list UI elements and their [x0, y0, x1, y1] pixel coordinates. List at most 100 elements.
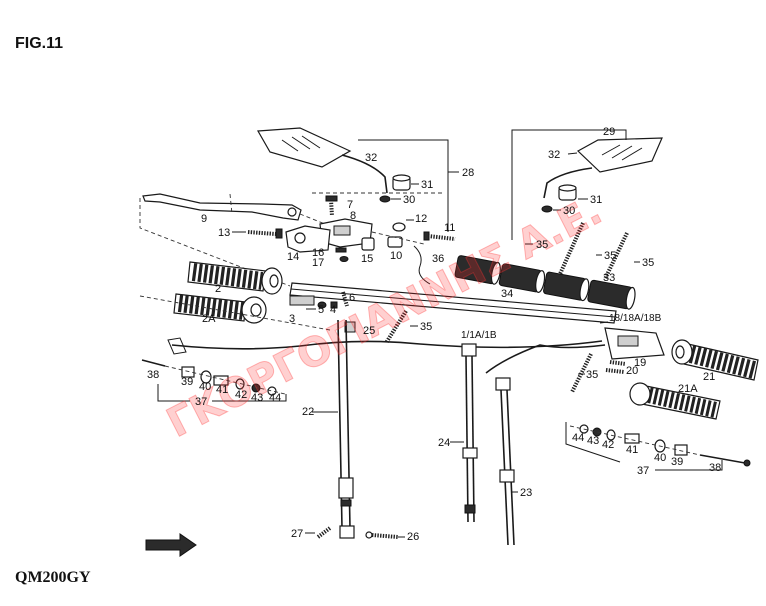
grip-segment-2-end	[535, 270, 546, 293]
callout: 40	[199, 381, 211, 393]
right-mirror-washer	[541, 205, 553, 213]
callouts: 32 28 31 30 29 32 31 30 9 7 8 12 11 13 1…	[147, 126, 721, 543]
callout: 21	[703, 371, 715, 383]
screw-7	[329, 199, 334, 217]
callout: 30	[563, 205, 575, 217]
callout: 32	[548, 149, 560, 161]
callout: 23	[520, 487, 532, 499]
right-mirror	[511, 129, 663, 240]
handlebar-center-line	[290, 288, 616, 318]
cable-23-fitting	[495, 377, 511, 391]
screw-19	[609, 360, 627, 366]
switch-lower-housing	[285, 225, 331, 253]
left-mirror-stem	[341, 154, 388, 194]
callout: 42	[235, 389, 247, 401]
callout: 18/18A/18B	[609, 313, 662, 324]
switch-button	[333, 225, 351, 236]
throttle-assembly	[485, 321, 665, 374]
bottom-parts	[145, 526, 405, 557]
grip-segment-3-end	[579, 278, 590, 302]
cable-23-a	[500, 389, 509, 546]
callout: 25	[363, 325, 375, 337]
bracket-37-left-a	[157, 384, 190, 402]
cable-24-adjuster	[462, 447, 478, 459]
left-grip-2-bore	[269, 274, 279, 288]
bolt-13	[247, 230, 277, 236]
screw-7-head	[325, 195, 338, 202]
left-grip-2-ribs	[191, 263, 264, 290]
callout: 5	[318, 304, 324, 316]
callout: 36	[432, 253, 444, 265]
right-grip-21a-flange	[629, 382, 651, 406]
callout: 27	[291, 528, 303, 540]
callout: 4	[330, 304, 336, 316]
part-38-right	[699, 454, 746, 464]
part-38-right-end	[743, 459, 751, 467]
callout: 2	[215, 283, 221, 295]
clutch-lever-body	[142, 193, 302, 221]
callout: 41	[626, 444, 638, 456]
lever-explode-line-a	[139, 198, 291, 287]
figure-label: FIG.11	[15, 35, 63, 52]
callout: 35	[420, 321, 432, 333]
callout: 10	[390, 250, 402, 262]
callout: 15	[361, 253, 373, 265]
bracket-37-right-a	[565, 422, 621, 463]
callout: 31	[590, 194, 602, 206]
callout: 21A	[678, 383, 698, 395]
left-mirror	[257, 127, 459, 232]
throttle-housing-cap	[617, 335, 639, 347]
right-kit-axis	[569, 425, 701, 456]
screw-35-d	[570, 353, 593, 393]
callout: 28	[462, 167, 474, 179]
callout: 6	[349, 292, 355, 304]
callout: 38	[147, 369, 159, 381]
forward-arrow-icon	[145, 533, 197, 557]
callout: 17	[312, 257, 324, 269]
part-39-left	[181, 366, 195, 378]
handlebar-clamp	[289, 295, 315, 306]
cable-24-b	[471, 355, 475, 523]
callout: 19	[634, 357, 646, 369]
callout: 43	[251, 392, 263, 404]
throttle-cable-out	[485, 344, 606, 374]
callout: 43	[587, 435, 599, 447]
right-mirror-head	[576, 137, 663, 173]
callout: 3	[289, 313, 295, 325]
left-grip-2	[187, 261, 283, 295]
part-12	[392, 222, 406, 232]
part-6	[341, 291, 349, 307]
callout: 31	[421, 179, 433, 191]
left-mirror-bracket	[358, 139, 449, 232]
callout: 38	[709, 462, 721, 474]
lever-explode-line-c	[229, 193, 233, 215]
left-grip-2a	[139, 293, 331, 331]
screw-35-c	[384, 309, 408, 345]
part-4	[330, 301, 338, 309]
right-grips-33-34	[454, 255, 636, 310]
part-17	[339, 256, 349, 262]
grip-segment-4-end	[625, 286, 636, 310]
model-label: QM200GY	[15, 569, 91, 586]
part-39-right	[674, 444, 688, 456]
callout: 7	[347, 199, 353, 211]
bolt-11-head	[423, 231, 430, 241]
screws-35	[384, 222, 640, 393]
right-grip-21a-ribs	[647, 387, 718, 418]
callout: 24	[438, 437, 450, 449]
part-27	[316, 526, 332, 539]
right-adjuster-kit	[565, 422, 751, 471]
leader-18	[599, 321, 609, 324]
part-26	[371, 533, 399, 539]
part-38-left	[141, 359, 166, 367]
screw-35-a	[558, 222, 585, 275]
cable-22-end	[339, 525, 355, 539]
switch-assembly	[232, 195, 456, 285]
cable-loop	[171, 340, 603, 350]
clutch-lever	[139, 192, 445, 287]
cable-24-end	[464, 504, 476, 514]
callout: 32	[365, 152, 377, 164]
callout: 42	[602, 439, 614, 451]
left-adjuster-kit	[141, 359, 287, 402]
